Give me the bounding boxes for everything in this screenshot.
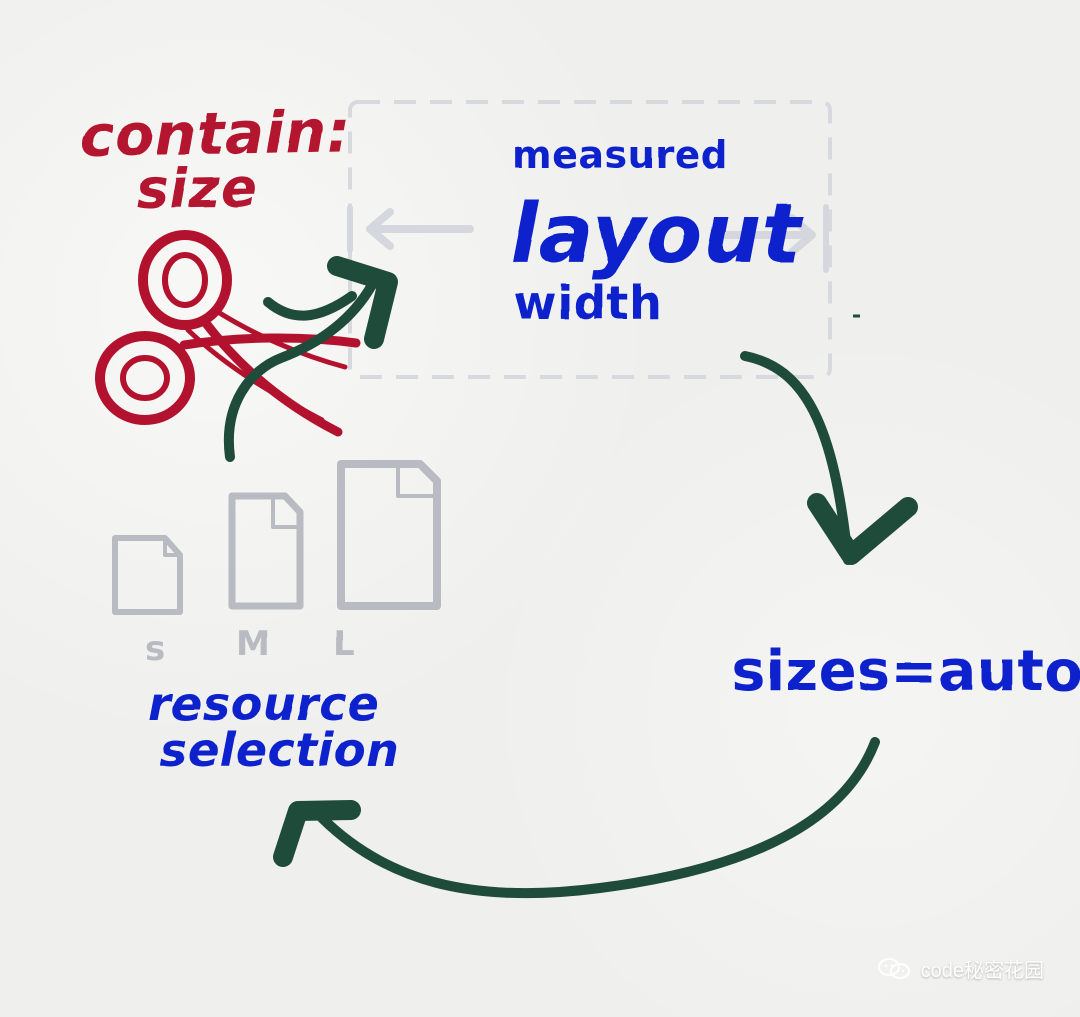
box-to-sizes-arrowhead-icon <box>807 493 918 565</box>
resource-documents <box>112 460 441 615</box>
contain-label-line-1: contain: <box>79 97 351 170</box>
scissors-icon <box>95 230 361 437</box>
measure-arrows <box>347 204 829 273</box>
document-medium-icon <box>228 492 304 610</box>
watermark-text: code秘密花园 <box>920 960 1044 982</box>
wechat-icon <box>877 957 910 979</box>
resource-label-line-2: selection <box>160 723 399 777</box>
small-cut-arrow-icon <box>263 291 357 321</box>
sizes-auto-label: sizes=auto <box>732 639 1080 704</box>
sizes-to-resources-arrow-icon <box>317 737 880 899</box>
size-label-s: s <box>145 629 166 669</box>
box-to-sizes-arrow-icon <box>740 351 853 565</box>
size-label-l: L <box>333 624 355 664</box>
scissors-to-box-arrowhead-icon <box>327 256 398 349</box>
document-small-icon <box>112 535 183 615</box>
width-label: width <box>514 276 662 330</box>
resource-label-line-1: resource <box>148 677 379 731</box>
sizes-to-resources-arrowhead-icon <box>273 800 361 867</box>
flow-arrows <box>223 256 918 899</box>
contain-label-line-2: size <box>136 156 258 221</box>
measured-label: measured <box>512 133 728 177</box>
layout-label: layout <box>510 187 804 282</box>
size-label-m: M <box>236 624 270 664</box>
document-large-icon <box>337 460 441 610</box>
left-measure-arrow-icon <box>366 208 474 250</box>
watermark: code秘密花园 <box>877 954 1044 983</box>
right-measure-arrow-icon <box>714 214 816 256</box>
scissors-to-box-arrow-icon <box>223 280 377 462</box>
